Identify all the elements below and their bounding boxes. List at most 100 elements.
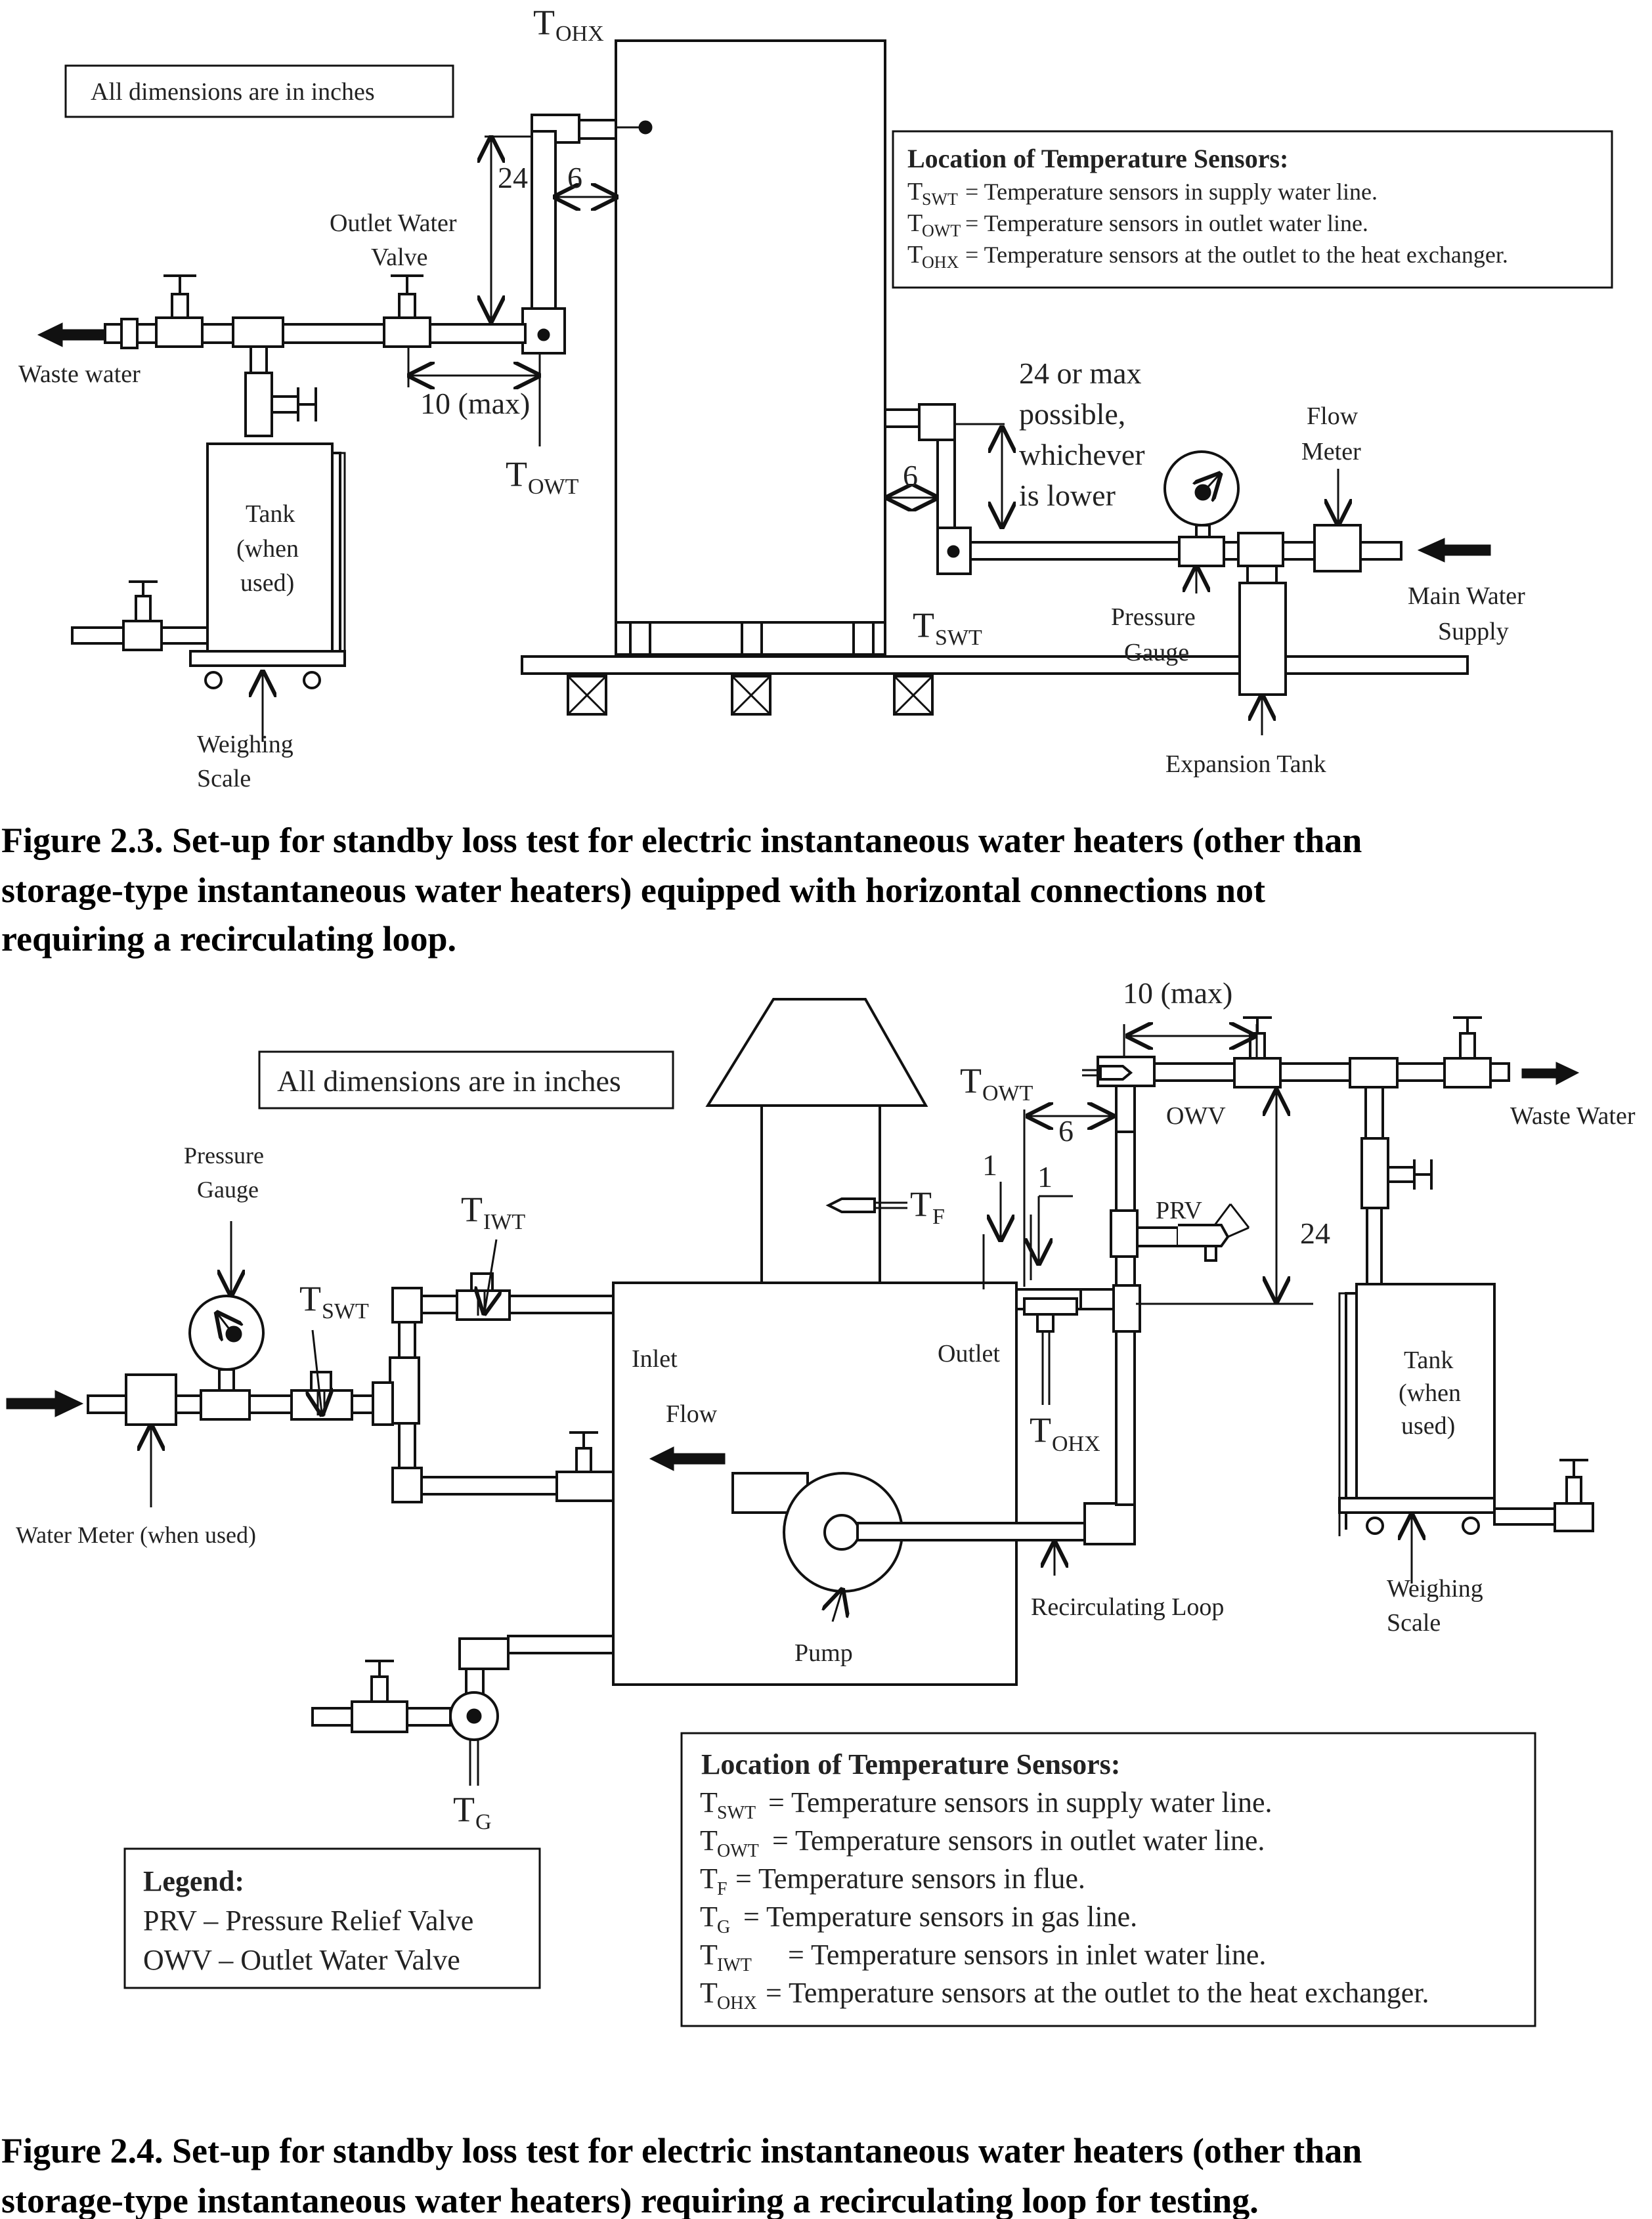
- waste-water-valve: [155, 274, 284, 348]
- towt-label: T: [960, 1061, 982, 1100]
- towt-label: T: [506, 454, 527, 494]
- pressure-gauge-label-2: Gauge: [197, 1176, 259, 1203]
- gas-line: T G: [311, 1635, 615, 1834]
- legend-row: PRV – Pressure Relief Valve: [143, 1905, 473, 1937]
- main-supply-label-2: Supply: [1438, 618, 1509, 645]
- caption-line: Figure 2.4. Set-up for standby loss test…: [1, 2131, 1362, 2170]
- outlet-water-valve: Outlet Water Valve: [330, 209, 457, 348]
- sensor-sub: F: [717, 1879, 728, 1899]
- caption-line: storage-type instantaneous water heaters…: [1, 871, 1265, 910]
- sensor-desc: = Temperature sensors at the outlet to t…: [766, 1977, 1429, 2009]
- weighing-label-2: Scale: [197, 765, 251, 792]
- tank-label-1: Tank: [246, 500, 295, 528]
- tiwt-sub: IWT: [483, 1210, 525, 1234]
- sensor-box-heading: Location of Temperature Sensors:: [907, 144, 1288, 173]
- sensor-sym: T: [700, 1901, 718, 1933]
- sensor-row: T F = Temperature sensors in flue.: [700, 1863, 1085, 1899]
- sensor-sub: SWT: [717, 1803, 756, 1823]
- tswt-label: T: [913, 605, 934, 645]
- dims-note-text: All dimensions are in inches: [277, 1064, 621, 1098]
- sensor-row: T OHX = Temperature sensors at the outle…: [907, 241, 1508, 272]
- sensor-row: T OWT = Temperature sensors in outlet wa…: [700, 1824, 1265, 1861]
- sensor-desc: = Temperature sensors in supply water li…: [768, 1786, 1272, 1819]
- dim-6-label: 6: [1058, 1114, 1074, 1148]
- figure-2-3: All dimensions are in inches: [1, 3, 1613, 959]
- inlet-label: Inlet: [632, 1345, 678, 1373]
- towt-sub: OWT: [528, 475, 579, 499]
- flow-meter-label-2: Meter: [1301, 438, 1361, 465]
- sensor-box-heading: Location of Temperature Sensors:: [701, 1748, 1120, 1780]
- sensor-sub: OHX: [922, 253, 959, 272]
- legend-row: OWV – Outlet Water Valve: [143, 1944, 460, 1976]
- inlet-loop: T IWT: [389, 1190, 615, 1503]
- caption-fig-2-4: Figure 2.4. Set-up for standby loss test…: [1, 2131, 1362, 2219]
- figure-2-4: All dimensions are in inches T F Inlet F…: [1, 976, 1636, 2219]
- dim-10-label: 10 (max): [1123, 976, 1232, 1010]
- sensor-desc: = Temperature sensors in supply water li…: [965, 179, 1378, 205]
- dim-24-note-2: possible,: [1019, 397, 1125, 431]
- caption-line: Figure 2.3. Set-up for standby loss test…: [1, 821, 1362, 860]
- dim-24-label: 24: [498, 161, 528, 194]
- dims-10-24-bottom: 10 (max) 24: [1123, 976, 1330, 1305]
- tank-label-3: used): [1401, 1412, 1455, 1440]
- caption-fig-2-3: Figure 2.3. Set-up for standby loss test…: [1, 821, 1362, 959]
- water-heater-cylinder: [521, 39, 1469, 675]
- pump: Pump: [731, 1472, 1095, 1667]
- sensor-desc: = Temperature sensors in gas line.: [743, 1901, 1137, 1933]
- legend-heading: Legend:: [143, 1865, 244, 1897]
- dim-24-top: 24 6: [485, 137, 615, 319]
- inlet-piping-top: T SWT: [884, 403, 1188, 650]
- flow-meter-label-1: Flow: [1307, 402, 1359, 430]
- dims-note-box: All dimensions are in inches: [64, 64, 454, 118]
- dims-1-1-6: 1 1 6: [982, 1110, 1111, 1289]
- tiwt-label: T: [461, 1190, 483, 1229]
- sensor-desc: = Temperature sensors in outlet water li…: [965, 210, 1368, 236]
- sensor-sym: T: [907, 241, 923, 269]
- sensor-sub: IWT: [717, 1955, 752, 1975]
- pressure-gauge-bottom: Pressure Gauge: [184, 1142, 265, 1392]
- tank-drop-bottom: [1360, 1086, 1433, 1285]
- sensor-row: T SWT = Temperature sensors in supply wa…: [907, 178, 1378, 209]
- outlet-piping-bottom: PRV T OHX: [1015, 1129, 1250, 1456]
- tswt-label: T: [299, 1279, 321, 1318]
- owv-label: OWV: [1166, 1102, 1226, 1130]
- tank-bottom: Tank (when used) Weighing Scale: [1338, 1283, 1594, 1637]
- pressure-gauge-label-1: Pressure: [184, 1142, 264, 1169]
- sensor-sym: T: [700, 1977, 718, 2009]
- sensor-sub: G: [717, 1917, 730, 1937]
- tohx-sub: OHX: [555, 22, 604, 46]
- dims-note-box-bottom: All dimensions are in inches: [258, 1050, 674, 1110]
- flue-hood: T F: [705, 998, 945, 1284]
- dim-6a-label: 6: [567, 161, 582, 194]
- sensor-row: T OHX = Temperature sensors at the outle…: [700, 1977, 1429, 2014]
- caption-line: storage-type instantaneous water heaters…: [1, 2181, 1259, 2219]
- tohx-sub: OHX: [1052, 1432, 1100, 1456]
- pressure-gauge-top: Pressure Gauge: [1111, 450, 1240, 666]
- tg-label: T: [453, 1790, 475, 1829]
- sensor-box-bottom: Location of Temperature Sensors: T SWT =…: [680, 1732, 1536, 2027]
- pressure-gauge-label-2: Gauge: [1124, 639, 1189, 666]
- sensor-row: T OWT = Temperature sensors in outlet wa…: [907, 209, 1368, 240]
- tank-label-2: (when: [236, 535, 299, 563]
- sensor-sym: T: [700, 1824, 718, 1857]
- sensor-desc: = Temperature sensors in inlet water lin…: [788, 1939, 1266, 1971]
- supply-line-left: T SWT Water Meter (when used): [6, 1279, 394, 1548]
- weighing-label-1: Weighing: [197, 731, 293, 758]
- tank-drop: [244, 345, 317, 437]
- sensor-sym: T: [700, 1939, 718, 1971]
- outlet-valve-label-2: Valve: [371, 244, 428, 271]
- pallet-blocks: [567, 675, 934, 716]
- flow-label: Flow: [666, 1400, 718, 1428]
- weighing-scale-label: Weighing Scale: [197, 674, 293, 792]
- dim-6b-label: 6: [903, 459, 918, 492]
- expansion-tank: Expansion Tank: [1165, 532, 1326, 778]
- sensor-sub: OWT: [922, 221, 961, 240]
- waste-water-arrow: Waste water: [18, 322, 141, 388]
- prv-label: PRV: [1156, 1197, 1202, 1224]
- tohx-label: T: [533, 3, 555, 42]
- towt-sub: OWT: [982, 1081, 1033, 1106]
- sensor-sym: T: [700, 1863, 718, 1895]
- pressure-gauge-label-1: Pressure: [1111, 603, 1196, 631]
- sensor-desc: = Temperature sensors at the outlet to t…: [965, 242, 1508, 268]
